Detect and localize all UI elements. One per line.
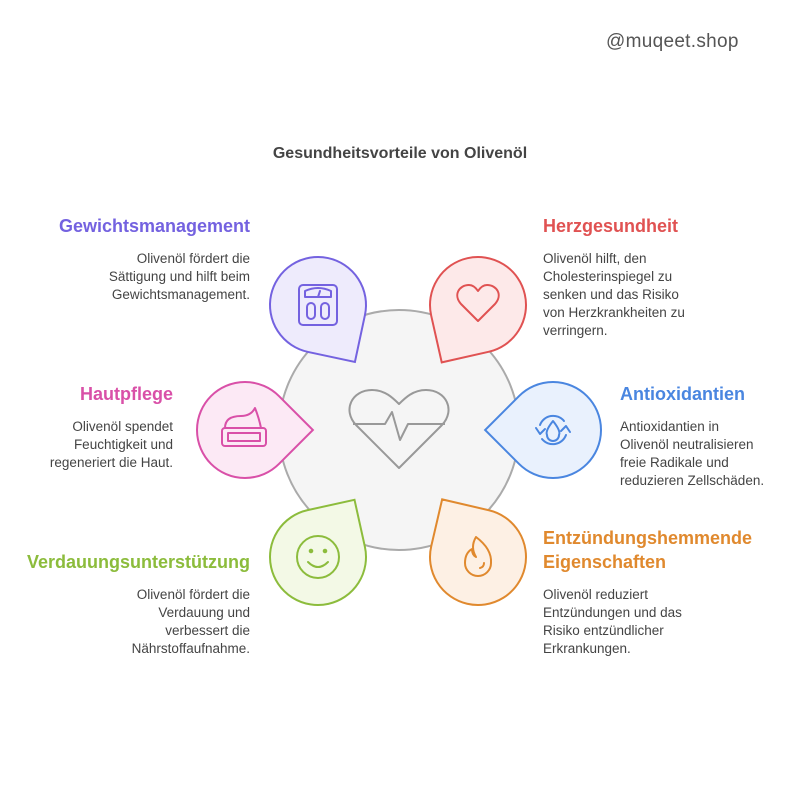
item-title: Antioxidantien: [620, 384, 745, 404]
desc-line: Olivenöl neutralisieren: [620, 437, 754, 452]
item-skin: Hautpflege Olivenöl spendet Feuchtigkeit…: [0, 382, 173, 472]
desc-line: Olivenöl fördert die: [136, 251, 250, 266]
desc-line: von Herzkrankheiten zu: [543, 305, 685, 320]
pin-digest: [269, 498, 367, 606]
desc-line: Sättigung und hilft beim: [108, 269, 250, 284]
item-title: Verdauungsunterstützung: [26, 552, 250, 572]
watermark: @muqeet.shop: [606, 31, 739, 52]
desc-line: verbessert die: [165, 623, 250, 638]
pin-weight: [269, 256, 367, 364]
pin-skin: [196, 381, 315, 479]
title-line: Eigenschaften: [543, 552, 667, 572]
desc-line: reduzieren Zellschäden.: [620, 473, 765, 488]
desc-line: Nährstoffaufnahme.: [131, 641, 250, 656]
pin-shape: [429, 256, 527, 364]
desc-line: Feuchtigkeit und: [73, 437, 173, 452]
item-description: Antioxidantien in Olivenöl neutralisiere…: [620, 418, 800, 490]
item-title: Gewichtsmanagement: [58, 216, 250, 236]
desc-line: Gewichtsmanagement.: [111, 287, 250, 302]
page-title: Gesundheitsvorteile von Olivenöl: [272, 145, 528, 162]
title-line: Entzündungshemmende: [543, 528, 753, 548]
droplet-cycle-icon: [535, 414, 571, 446]
desc-line: Olivenöl spendet: [72, 419, 173, 434]
desc-line: freie Radikale und: [620, 455, 729, 470]
desc-line: Cholesterinspiegel zu: [543, 269, 673, 284]
desc-line: Olivenöl reduziert: [543, 587, 649, 602]
desc-line: Entzündungen und das: [543, 605, 682, 620]
pin-shape: [269, 256, 367, 364]
item-title: Hautpflege: [79, 384, 173, 404]
flame-icon: [464, 536, 493, 577]
desc-line: Olivenöl hilft, den: [543, 251, 647, 266]
item-description: Olivenöl spendet Feuchtigkeit und regene…: [0, 418, 173, 472]
pin-shape: [269, 498, 367, 606]
pin-antiox: [483, 381, 602, 479]
desc-line: Verdauung und: [158, 605, 250, 620]
desc-line: senken und das Risiko: [543, 287, 679, 302]
item-heart: Herzgesundheit Olivenöl hilft, den Chole…: [543, 214, 773, 340]
desc-line: verringern.: [543, 323, 608, 338]
desc-line: regeneriert die Haut.: [49, 455, 173, 470]
pin-shape: [429, 498, 527, 606]
pin-heart: [429, 256, 527, 364]
desc-line: Antioxidantien in: [620, 419, 720, 434]
item-description: Olivenöl fördert die Verdauung und verbe…: [20, 586, 250, 658]
pin-inflam: [429, 498, 527, 606]
desc-line: Olivenöl fördert die: [136, 587, 250, 602]
item-inflammation: Entzündungshemmende Eigenschaften Oliven…: [543, 526, 773, 658]
pin-shape: [196, 381, 315, 479]
heart-pulse-icon: [348, 389, 450, 469]
item-description: Olivenöl reduziert Entzündungen und das …: [543, 586, 773, 658]
item-description: Olivenöl fördert die Sättigung und hilft…: [20, 250, 250, 304]
item-title: Herzgesundheit: [543, 216, 679, 236]
heart-icon: [456, 284, 500, 322]
item-title: Entzündungshemmende Eigenschaften: [543, 526, 773, 574]
item-weight: Gewichtsmanagement Olivenöl fördert die …: [20, 214, 250, 304]
desc-line: Risiko entzündlicher: [543, 623, 664, 638]
cream-jar-icon: [221, 407, 267, 447]
item-antioxidants: Antioxidantien Antioxidantien in Olivenö…: [620, 382, 800, 490]
desc-line: Erkrankungen.: [543, 641, 631, 656]
scale-icon: [298, 284, 338, 326]
smiley-icon: [296, 535, 340, 579]
item-digestion: Verdauungsunterstützung Olivenöl fördert…: [20, 550, 250, 658]
item-description: Olivenöl hilft, den Cholesterinspiegel z…: [543, 250, 773, 340]
